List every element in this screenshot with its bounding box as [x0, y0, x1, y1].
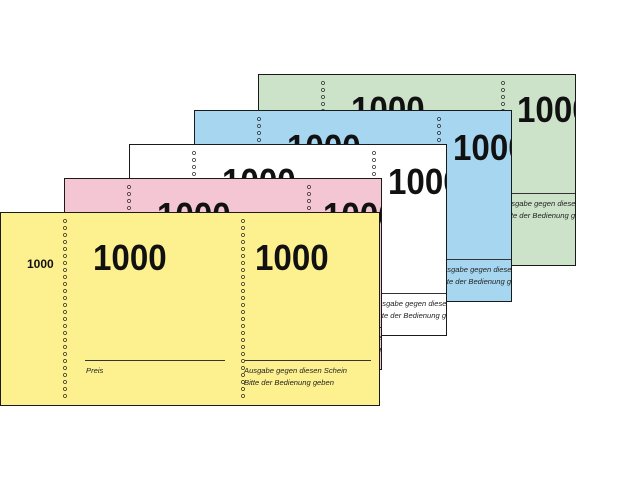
ticket-number-second: 1000 [517, 89, 575, 130]
ticket-number-second: 1000 [453, 127, 511, 168]
instruction-text-1: Ausgabe gegen diesen Schein [244, 366, 348, 375]
signature-line [503, 193, 575, 194]
ticket-number-second: 1000 [388, 161, 446, 202]
signature-line [439, 259, 511, 260]
price-line [85, 360, 225, 361]
perforation-middle [241, 219, 245, 399]
signature-line [374, 293, 446, 294]
ticket-yellow: 1000 1000 1000 Preis Ausgabe gegen diese… [0, 212, 380, 406]
signature-line [245, 360, 371, 361]
instruction-text-2: Bitte der Bedienung geben [502, 211, 576, 220]
instruction-text-1: Ausgabe gegen diesen Schein [438, 265, 512, 274]
instruction-text-2: Bitte der Bedienung geben [244, 378, 334, 387]
ticket-number-second: 1000 [255, 237, 329, 278]
perforation-stub [63, 219, 67, 399]
instruction-text-1: Ausgabe gegen diesen Schein [502, 199, 576, 208]
instruction-text-2: Bitte der Bedienung geben [373, 311, 447, 320]
instruction-text-1: Ausgabe gegen diesen Schein [373, 299, 447, 308]
instruction-text-2: Bitte der Bedienung geben [438, 277, 512, 286]
ticket-number-main: 1000 [93, 237, 167, 278]
stub-number: 1000 [27, 257, 54, 271]
price-label: Preis [86, 366, 104, 375]
